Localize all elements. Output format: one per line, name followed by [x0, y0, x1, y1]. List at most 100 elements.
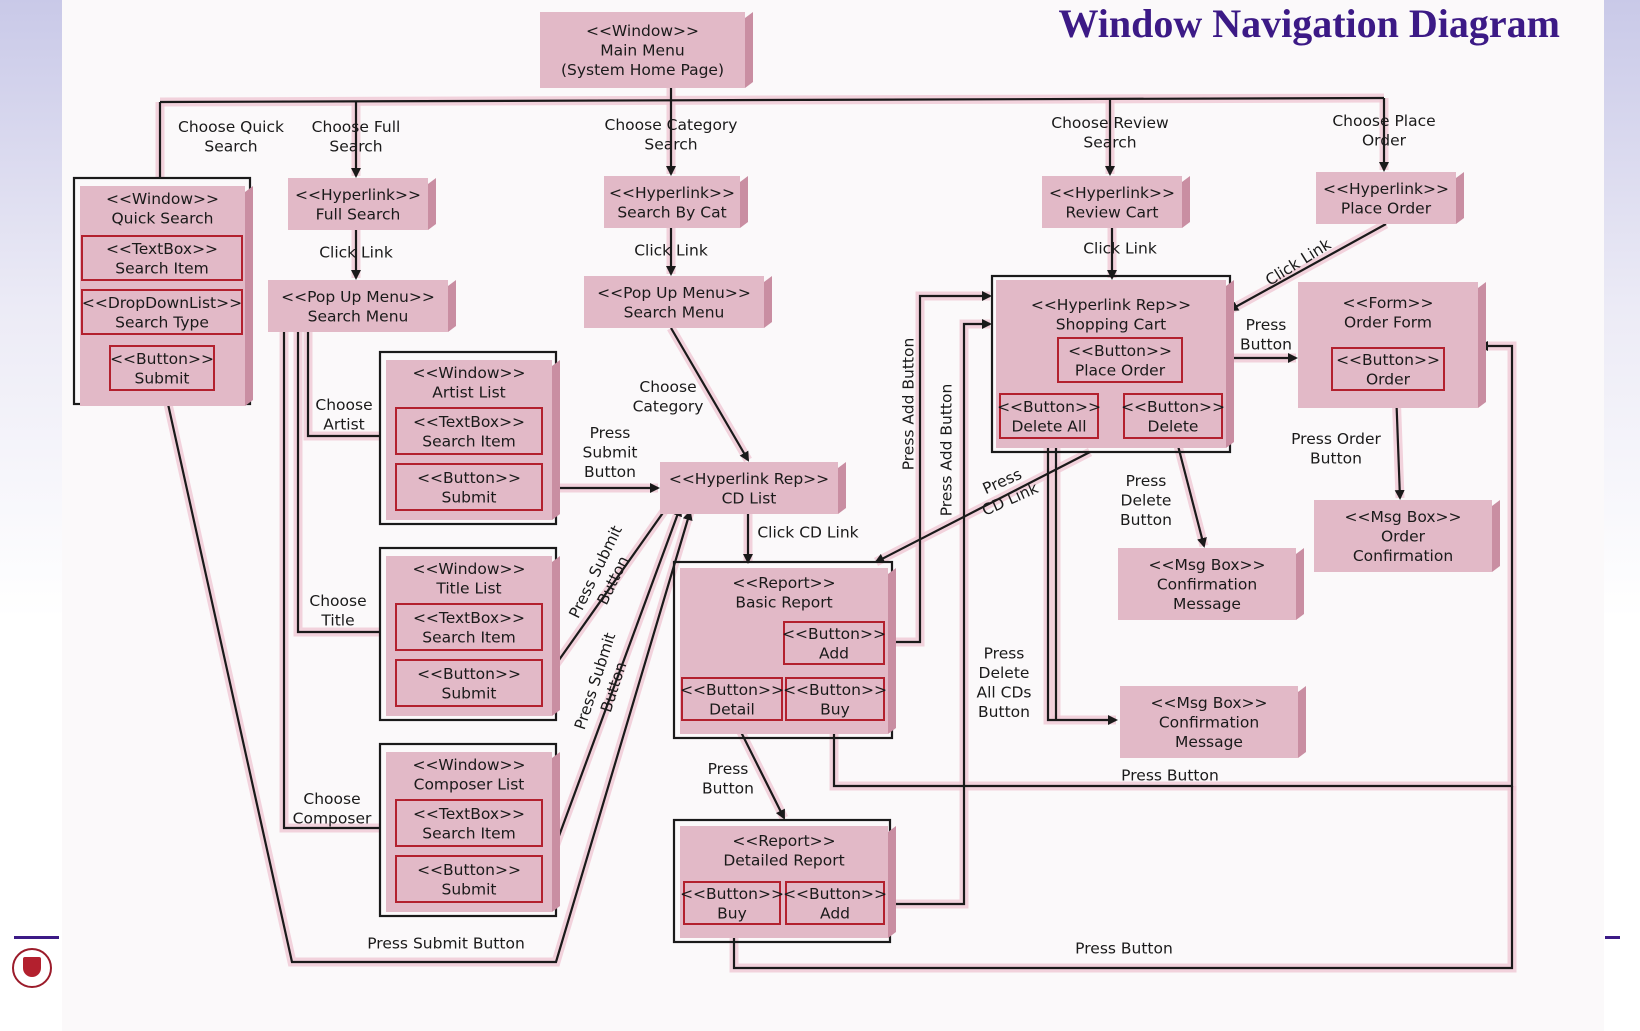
edge-label-text-click-link-cat-line: Click Link [634, 242, 708, 260]
node-text-qs-button: <<Button>>Submit [110, 350, 214, 388]
edge-qs-submit-loop [166, 403, 436, 964]
node-text-main-menu: <<Window>>Main Menu(System Home Page) [561, 22, 724, 79]
node-text-sc-delete-all-line: <<Button>> [997, 398, 1101, 416]
edge-label-text-choose-category-line: Choose [639, 378, 696, 396]
edge-label-text-choose-quick-search-line: Choose Quick [178, 118, 284, 136]
node-br-detail: <<Button>>Detail [680, 677, 784, 721]
edge-label-click-link-cat: Click Link [634, 242, 708, 260]
edge-popup-composer [282, 332, 380, 830]
node-text-artist-list: <<Window>>Artist List [412, 364, 525, 402]
edge-label-press-add-button-2: Press Add Button [938, 384, 956, 517]
node-text-basic-report-line: <<Report>> [732, 574, 835, 592]
edge-label-text-choose-composer-line: Composer [293, 809, 372, 827]
node-artist-textbox: <<TextBox>>Search Item [395, 407, 543, 455]
node-text-full-popup-line: <<Pop Up Menu>> [281, 288, 435, 306]
edge-basic-detail-to-detailed [734, 719, 785, 820]
edge-label-text-press-delete-button-line: Press [1126, 472, 1167, 490]
node-text-sc-place-order: <<Button>>Place Order [1068, 342, 1172, 380]
node-title-button: <<Button>>Submit [395, 659, 543, 707]
edge-popup-artist [306, 332, 380, 438]
node-cat-popup: <<Pop Up Menu>>Search Menu [584, 276, 772, 328]
node-text-cat-popup-line: <<Pop Up Menu>> [597, 284, 751, 302]
node-text-title-list: <<Window>>Title List [412, 560, 525, 598]
node-text-dr-add-line: Add [820, 904, 850, 922]
edge-composer-submit [540, 506, 682, 883]
node-text-of-order: <<Button>>Order [1336, 351, 1440, 389]
node-text-title-button: <<Button>>Submit [417, 665, 521, 703]
edge-label-text-choose-quick-search-line: Search [204, 137, 257, 155]
node-artist-list: <<Window>>Artist List [386, 360, 560, 520]
edge-label-text-press-button-detail-line: Button [702, 779, 754, 797]
node-text-order-form-line: <<Form>> [1343, 294, 1434, 312]
edge-place-order-to-cart [1228, 223, 1387, 311]
edge-label-text-press-submit-bottom-line: Press Submit Button [367, 935, 525, 953]
node-text-search-by-cat-line: <<Hyperlink>> [609, 184, 735, 202]
slide-right-band [1604, 0, 1640, 1031]
slide-left-band [0, 0, 62, 1031]
node-full-popup: <<Pop Up Menu>>Search Menu [268, 280, 456, 332]
edge-label-text-press-submit-artist-line: Button [584, 463, 636, 481]
edge-label-text-press-submit-artist-line: Press [590, 424, 631, 442]
node-text-cat-popup-line: Search Menu [624, 303, 725, 321]
edge-label-text-press-delete-all-line: All CDs [977, 683, 1032, 701]
node-text-sc-delete-line: <<Button>> [1121, 398, 1225, 416]
edge-label-text-choose-place-order-line: Order [1362, 131, 1407, 149]
node-text-composer-list-line: <<Window>> [412, 756, 525, 774]
edge-label-text-click-link-cat: Click Link [634, 242, 708, 260]
node-text-sc-delete-line: Delete [1148, 417, 1199, 435]
node-composer-textbox: <<TextBox>>Search Item [395, 799, 543, 847]
edge-label-text-press-button-buy-basic: Press Button [1121, 767, 1219, 785]
node-text-artist-button-line: Submit [442, 488, 497, 506]
node-text-dr-add-line: <<Button>> [783, 885, 887, 903]
node-text-shopping-cart-line: Shopping Cart [1056, 315, 1167, 333]
node-qs-textbox: <<TextBox>>Search Item [81, 235, 243, 281]
node-text-qs-button-line: Submit [135, 369, 190, 387]
node-text-composer-textbox: <<TextBox>>Search Item [413, 805, 525, 843]
edge-delete-to-msg [1174, 437, 1207, 548]
edge-label-text-press-submit-bottom: Press Submit Button [367, 935, 525, 953]
edge-label-text-press-cd-link: PressCD Link [971, 461, 1041, 519]
edge-label-text-choose-review-search-line: Search [1083, 133, 1136, 151]
edge-label-text-choose-artist-line: Choose [315, 396, 372, 414]
node-text-dr-buy-line: <<Button>> [680, 885, 784, 903]
node-shopping-cart: <<Hyperlink Rep>>Shopping Cart [996, 280, 1234, 448]
edge-label-text-choose-full-search-line: Search [329, 137, 382, 155]
node-text-full-popup: <<Pop Up Menu>>Search Menu [281, 288, 435, 326]
edge-top-bus [159, 96, 1385, 104]
footer-rule-left [14, 936, 59, 939]
node-text-review-cart-line: <<Hyperlink>> [1049, 184, 1175, 202]
university-seal-logo [12, 948, 52, 988]
node-dr-buy: <<Button>>Buy [680, 881, 784, 925]
node-text-artist-list-line: Artist List [432, 383, 506, 401]
edge-label-text-choose-full-search-line: Choose Full [312, 118, 401, 136]
node-quick-search: <<Window>>Quick Search [80, 186, 253, 406]
node-text-sc-delete-all-line: Delete All [1011, 417, 1086, 435]
node-text-full-popup-line: Search Menu [308, 307, 409, 325]
node-full-search: <<Hyperlink>>Full Search [288, 178, 436, 230]
edge-label-press-button-buy-detailed: Press Button [1075, 940, 1173, 958]
node-text-composer-button-line: Submit [442, 880, 497, 898]
node-text-sc-place-order-line: Place Order [1075, 361, 1166, 379]
node-text-dr-buy-line: Buy [717, 904, 747, 922]
node-text-search-by-cat-line: Search By Cat [617, 203, 726, 221]
node-text-main-menu-line: (System Home Page) [561, 61, 724, 79]
node-text-title-button-line: Submit [442, 684, 497, 702]
node-place-order-link: <<Hyperlink>>Place Order [1316, 172, 1464, 224]
node-text-composer-button-line: <<Button>> [417, 861, 521, 879]
node-text-order-confirmation-line: <<Msg Box>> [1345, 508, 1462, 526]
edge-label-click-link-review: Click Link [1083, 240, 1157, 258]
node-text-order-confirmation-line: Order [1381, 528, 1426, 546]
node-text-br-buy-line: <<Button>> [783, 681, 887, 699]
node-text-confirm-msg-1-line: Message [1173, 595, 1241, 613]
edge-label-text-click-link-full-line: Click Link [319, 244, 393, 262]
